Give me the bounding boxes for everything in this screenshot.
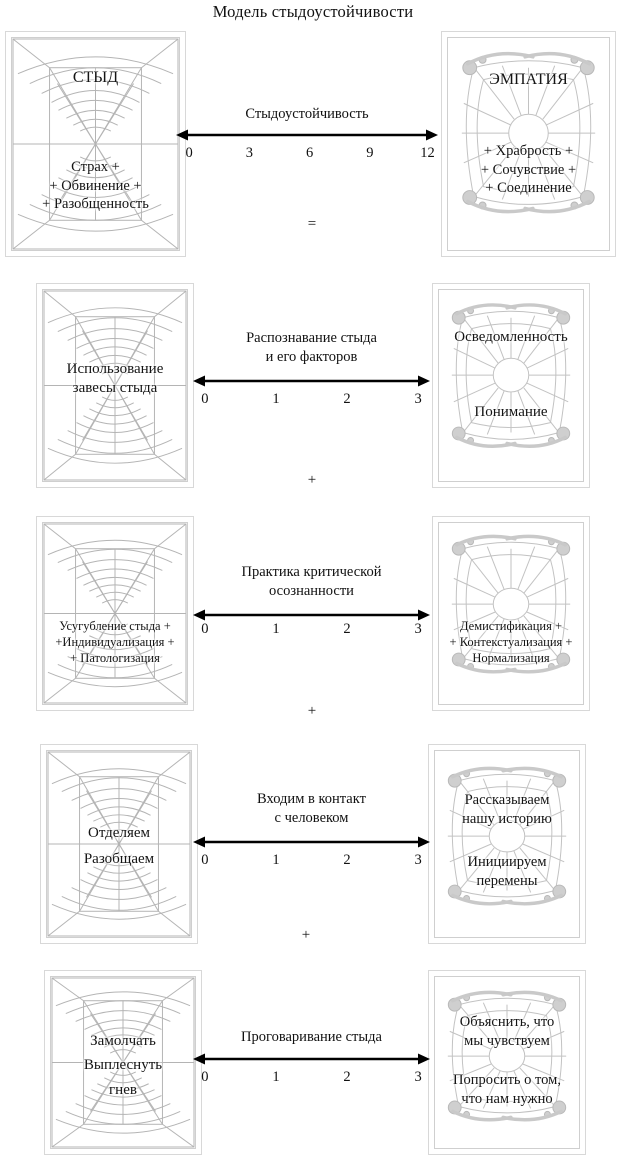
row-1-scale: 0 3 6 9 12 [176,145,438,163]
row-5-right-frame: Объяснить, что мы чувствуем Попросить о … [428,970,586,1155]
safety-net-icon [447,990,567,1122]
row-2-scale-tick-0: 0 [201,391,209,407]
row-1-right-frame: ЭМПАТИЯ + Храбрость + + Сочувствие + + С… [441,31,616,257]
row-5-scale: 0 1 2 3 [193,1069,430,1087]
operator-equals: = [307,216,317,232]
spider-web-icon [51,977,195,1148]
row-2-left-frame: Использование завесы стыда [36,283,194,488]
row-2-double-arrow-icon [193,374,430,388]
row-3-scale-tick-0: 0 [201,621,209,637]
row-4-left-frame: Отделяем Разобщаем [40,744,198,944]
row-1-double-arrow-icon [176,128,438,142]
safety-net-icon [451,303,571,449]
row-5-arrow-label: Проговаривание стыда [241,1029,382,1045]
operator-plus-1: + [307,472,317,488]
row-5-left-frame-inner: Замолчать Выплеснуть гнев [50,976,196,1149]
row-1-scale-tick-3: 9 [366,145,374,161]
operator-plus-3: + [301,927,311,943]
row-2-scale-tick-1: 1 [272,391,280,407]
row-5-scale-tick-3: 3 [414,1069,422,1085]
row-1-arrow-label: Стыдоустойчивость [245,106,369,122]
row-2-scale-tick-3: 3 [414,391,422,407]
row-3-left-frame-inner: Усугубление стыда + +Индивидуализация + … [42,522,188,705]
row-1-left-frame: СТЫД Страх + + Обвинение + + Разобщеннос… [5,31,186,257]
row-3-right-frame-inner: Демистификация + + Контекстуализация + Н… [438,522,584,705]
row-2-right-frame-inner: Осведомленность Понимание [438,289,584,482]
row-2-arrow-label: Распознавание стыда и его факторов [246,330,377,365]
spider-web-icon [12,38,179,250]
row-5-scale-tick-1: 1 [272,1069,280,1085]
row-4-right-frame-inner: Рассказываем нашу историю Инициируем пер… [434,750,580,938]
row-1-scale-tick-0: 0 [185,145,193,161]
row-2-scale-tick-2: 2 [343,391,351,407]
safety-net-icon [447,766,567,906]
row-4-right-frame: Рассказываем нашу историю Инициируем пер… [428,744,586,944]
row-5-scale-tick-2: 2 [343,1069,351,1085]
row-1-right-frame-inner: ЭМПАТИЯ + Храбрость + + Сочувствие + + С… [447,37,610,251]
row-5-double-arrow-icon [193,1052,430,1066]
operator-plus-2: + [307,703,317,719]
row-2-scale: 0 1 2 3 [193,391,430,409]
row-3-scale-tick-1: 1 [272,621,280,637]
row-4-scale: 0 1 2 3 [193,852,430,870]
row-4-left-frame-inner: Отделяем Разобщаем [46,750,192,938]
page-title: Модель стыдоустойчивости [212,2,414,21]
row-3-arrow-label: Практика критической осознанности [241,564,382,599]
row-4-double-arrow-icon [193,835,430,849]
row-3-scale: 0 1 2 3 [193,621,430,639]
safety-net-icon [461,51,596,214]
row-2-left-frame-inner: Использование завесы стыда [42,289,188,482]
row-1-left-frame-inner: СТЫД Страх + + Обвинение + + Разобщеннос… [11,37,180,251]
safety-net-icon [451,534,571,674]
spider-web-icon [47,751,191,937]
row-3-scale-tick-2: 2 [343,621,351,637]
row-5-right-frame-inner: Объяснить, что мы чувствуем Попросить о … [434,976,580,1149]
row-4-scale-tick-3: 3 [414,852,422,868]
row-3-double-arrow-icon [193,608,430,622]
row-2-right-frame: Осведомленность Понимание [432,283,590,488]
row-4-arrow-label: Входим в контакт с человеком [257,791,366,826]
row-5-scale-tick-0: 0 [201,1069,209,1085]
spider-web-icon [43,290,187,481]
row-1-scale-tick-2: 6 [305,145,314,161]
row-4-scale-tick-2: 2 [343,852,351,868]
row-1-scale-tick-4: 12 [420,145,435,161]
row-1-scale-tick-1: 3 [245,145,253,161]
row-4-scale-tick-0: 0 [201,852,209,868]
row-4-scale-tick-1: 1 [272,852,280,868]
row-3-right-frame: Демистификация + + Контекстуализация + Н… [432,516,590,711]
row-3-left-frame: Усугубление стыда + +Индивидуализация + … [36,516,194,711]
row-3-scale-tick-3: 3 [414,621,422,637]
row-5-left-frame: Замолчать Выплеснуть гнев [44,970,202,1155]
spider-web-icon [43,523,187,704]
